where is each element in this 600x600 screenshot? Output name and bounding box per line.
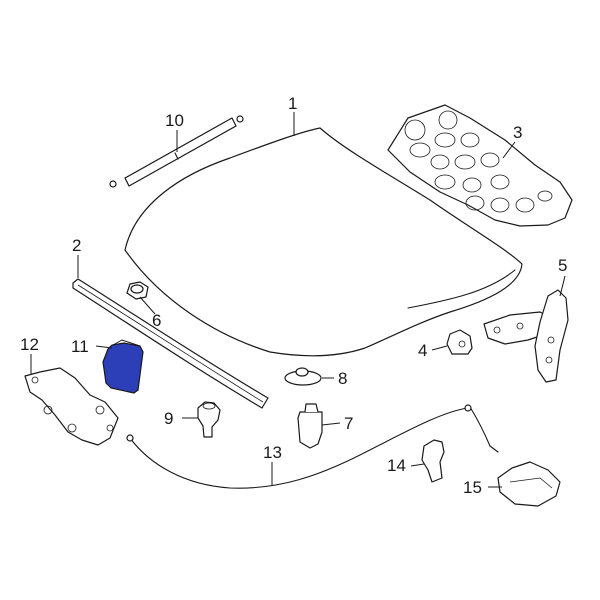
callout-14: 14 — [387, 456, 406, 475]
part-release-cable[interactable] — [126, 404, 499, 489]
callout-labels: 1 2 3 4 5 6 7 8 9 10 11 12 13 14 15 — [20, 94, 567, 497]
callout-10: 10 — [165, 111, 184, 130]
callout-8: 8 — [338, 369, 347, 388]
callout-9: 9 — [164, 409, 173, 428]
part-bracket-highlighted[interactable] — [102, 339, 144, 394]
part-mount[interactable] — [446, 329, 473, 355]
part-grommet[interactable] — [197, 401, 221, 438]
part-insulator[interactable] — [387, 104, 573, 227]
part-strut[interactable] — [109, 115, 244, 188]
callout-1: 1 — [288, 94, 297, 113]
callout-12: 12 — [20, 335, 39, 354]
callout-5: 5 — [558, 256, 567, 275]
part-release-handle[interactable] — [497, 461, 561, 507]
part-hood[interactable] — [124, 127, 523, 357]
part-latch[interactable] — [297, 403, 323, 449]
part-seal[interactable] — [72, 278, 269, 409]
part-hinge-bracket[interactable] — [483, 289, 569, 383]
callout-15: 15 — [463, 478, 482, 497]
callout-11: 11 — [71, 337, 89, 356]
callout-7: 7 — [344, 414, 353, 433]
callout-3: 3 — [513, 123, 522, 142]
callout-2: 2 — [72, 236, 81, 255]
part-rubber-stop[interactable] — [284, 367, 322, 386]
leader-lines — [30, 112, 566, 488]
part-hinge[interactable] — [24, 367, 119, 446]
part-bumper[interactable] — [126, 281, 149, 300]
part-clip[interactable] — [421, 439, 445, 483]
callout-4: 4 — [418, 341, 427, 360]
callout-13: 13 — [263, 443, 282, 462]
callout-6: 6 — [152, 311, 161, 330]
